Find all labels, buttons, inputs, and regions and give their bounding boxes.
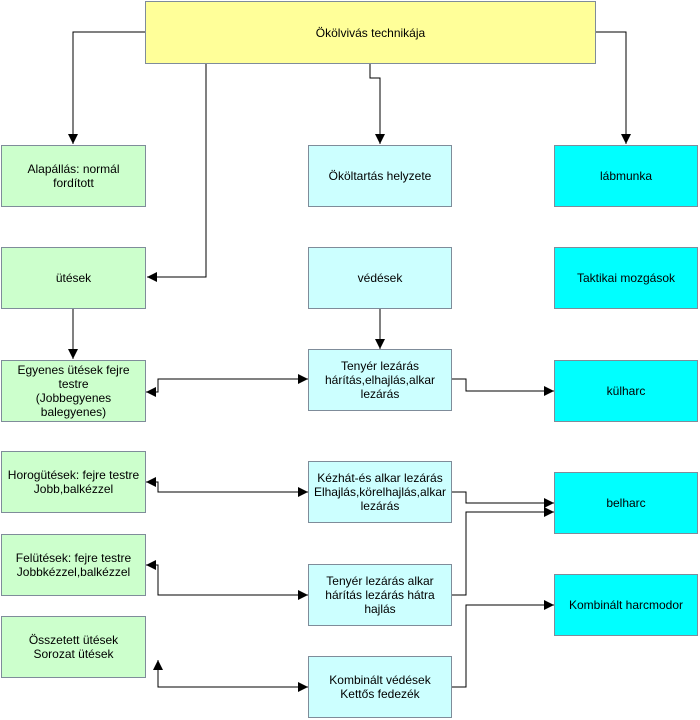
connector-kombved-kombharc (452, 600, 554, 688)
node-vedesek: védések (308, 247, 452, 309)
connector-root-okoltartas (369, 64, 385, 144)
node-egyenes-utesek: Egyenes ütések fejre testre (Jobbegyenes… (1, 360, 146, 422)
node-kombinalt-harcmodor: Kombinált harcmodor (554, 574, 698, 636)
node-tenyer-lezaras-1: Tenyér lezárás hárítás,elhajlás,alkar le… (308, 349, 452, 411)
connector-osszetett-kombved (153, 660, 308, 692)
node-taktikai-mozgasok: Taktikai mozgások (554, 247, 698, 309)
connector-egyenes-tenyer1 (146, 374, 308, 397)
node-kombinalt-vedesek: Kombinált védések Kettős fedezék (308, 656, 452, 718)
node-kulharc: külharc (554, 360, 698, 422)
node-belharc: belharc (554, 472, 698, 534)
connector-tenyer2-belharc (452, 507, 554, 596)
connector-tenyer1-kulharc (452, 378, 554, 396)
node-felutesek: Felütések: fejre testre Jobbkézzel,balké… (1, 534, 146, 596)
node-labmunka: lábmunka (554, 145, 698, 207)
connector-horog-kezhat (146, 477, 308, 497)
node-utesek: ütések (1, 247, 146, 309)
node-alapallas: Alapállás: normál fordított (1, 145, 146, 207)
connector-felutesek-tenyer2 (146, 560, 308, 600)
node-okolvivas-technikaja: Ökölvivás technikája (145, 1, 596, 64)
node-osszetett-utesek: Összetett ütések Sorozat ütések (1, 616, 146, 678)
connector-kezhat-belharc (452, 491, 554, 508)
node-horogutesek: Horogütések: fejre testre Jobb,balkézzel (1, 451, 146, 513)
node-okoltartas-helyzete: Ököltartás helyzete (308, 145, 452, 207)
node-tenyer-lezaras-2: Tenyér lezárás alkar hárítás lezárás hát… (308, 564, 452, 626)
connector-root-utesek (147, 64, 207, 282)
connector-root-labmunka (596, 31, 631, 144)
connector-root-alapallas (68, 31, 145, 144)
node-kezhat-alkar-lezaras: Kézhát-és alkar lezárás Elhajlás,körelha… (308, 461, 452, 523)
